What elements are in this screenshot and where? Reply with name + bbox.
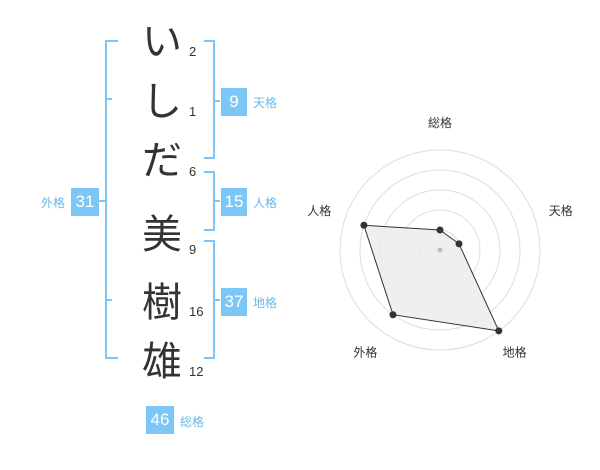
radar-area [363,224,500,332]
gaikaku-bracket [98,40,118,359]
jinkaku-badge: 15 [221,188,247,216]
stroke-count-4: 9 [189,242,197,257]
radar-axis-label-3: 地格 [503,345,527,360]
radar-point-2 [455,240,463,248]
radar-point-1 [436,226,444,234]
stroke-count-3: 6 [189,164,197,179]
tenkaku-label: 天格 [253,96,278,110]
tenkaku-bracket [204,40,220,159]
radar-grid-ring [359,169,521,331]
stroke-count-6: 12 [189,364,204,379]
stroke-count-1: 2 [189,44,197,59]
name-char-5: 樹 [142,280,182,326]
chikaku-label: 地格 [253,296,278,310]
radar-axis-label-4: 外格 [353,345,377,360]
radar-axis-label-5: 人格 [307,203,331,218]
chikaku-bracket [204,240,220,359]
soukaku-badge: 46 [146,406,174,434]
radar-point-3 [495,327,503,335]
name-char-2: し [142,79,182,125]
stroke-count-5: 16 [189,304,204,319]
radar-center-dot [437,247,443,253]
radar-point-5 [360,221,368,229]
tenkaku-badge: 9 [221,88,247,116]
chikaku-badge: 37 [221,288,247,316]
radar-grid-ring [339,149,541,351]
jinkaku-bracket [204,171,220,231]
name-char-6: 雄 [142,339,182,385]
gaikaku-badge: 31 [71,188,99,216]
name-char-3: だ [142,138,182,184]
soukaku-label: 総格 [180,415,205,429]
stroke-count-2: 1 [189,104,197,119]
name-char-4: 美 [142,212,182,258]
jinkaku-label: 人格 [253,196,278,210]
name-char-1: い [142,19,182,65]
gaikaku-label: 外格 [41,196,66,210]
radar-axis-label-2: 天格 [549,203,573,218]
radar-point-4 [389,311,397,319]
radar-axis-label-1: 総格 [428,115,452,130]
